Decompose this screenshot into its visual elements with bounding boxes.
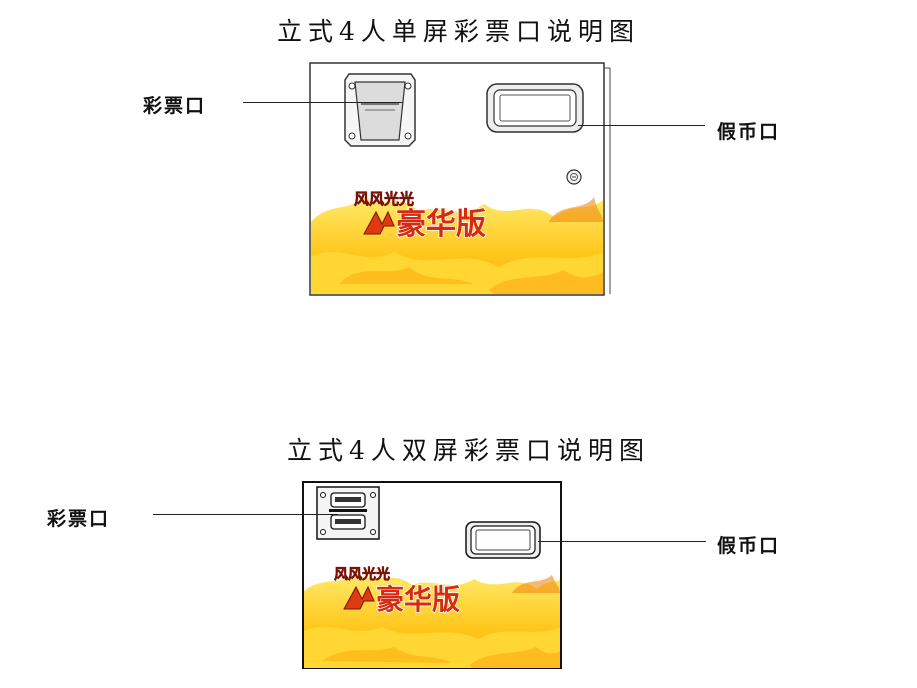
brand-logo: 风风光光 豪华版 (354, 190, 487, 243)
coin-outlet-leader-2 (538, 541, 706, 542)
cabinet-panel-single: 风风光光 豪华版 (309, 62, 611, 296)
ticket-outlet-label-2: 彩票口 (47, 508, 111, 530)
cabinet-panel-dual: 风风光光 豪华版 (302, 481, 562, 669)
ticket-outlet-single (344, 73, 416, 147)
svg-text:风风光光: 风风光光 (334, 566, 390, 583)
ticket-outlet-label-1: 彩票口 (143, 95, 207, 117)
lock-icon (566, 169, 582, 185)
coin-outlet-label-1: 假币口 (717, 121, 781, 143)
diagram-1-title: 立式4人单屏彩票口说明图 (277, 17, 640, 46)
ticket-outlet-dual (316, 486, 380, 540)
svg-text:豪华版: 豪华版 (396, 207, 486, 242)
ticket-outlet-leader-1 (243, 102, 403, 103)
coin-reject-outlet-dual (465, 521, 541, 559)
coin-reject-outlet-single (486, 83, 584, 133)
diagram-2-title: 立式4人双屏彩票口说明图 (287, 436, 650, 465)
brand-logo: 风风光光 豪华版 (334, 566, 461, 617)
svg-text:豪华版: 豪华版 (376, 583, 460, 616)
coin-outlet-label-2: 假币口 (717, 535, 781, 557)
coin-outlet-leader-1 (578, 125, 705, 126)
svg-text:风风光光: 风风光光 (354, 190, 414, 208)
ticket-outlet-leader-2 (153, 514, 338, 515)
